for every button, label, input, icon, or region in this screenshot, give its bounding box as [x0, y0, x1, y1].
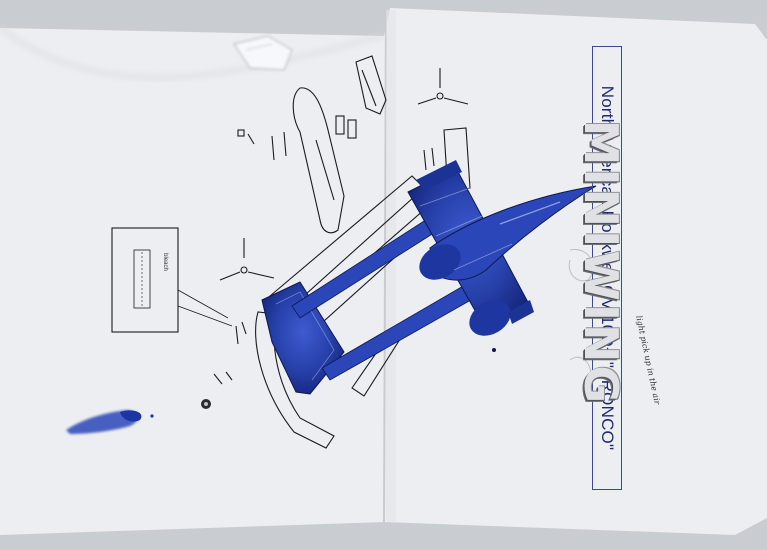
propeller-top [417, 68, 469, 105]
fuselage-part [292, 87, 345, 234]
engine-nacelle-2 [469, 300, 511, 336]
paint-smear [66, 410, 154, 434]
clear-canopy-piece [233, 35, 293, 71]
propeller-left [219, 238, 275, 281]
brand-logo: MINIWING [574, 119, 628, 407]
decal-box [111, 227, 179, 333]
aircraft-fuselage [429, 185, 597, 281]
decal-label: bleach [162, 253, 168, 271]
aircraft-tail [261, 281, 345, 395]
model-aircraft [261, 160, 597, 395]
instruction-sheet [0, 8, 767, 535]
canopy-part [355, 55, 387, 115]
title-frame: North American Rockwell OV-10D+ "BRONCO" [592, 46, 622, 490]
engine-nacelle-1 [419, 244, 461, 280]
